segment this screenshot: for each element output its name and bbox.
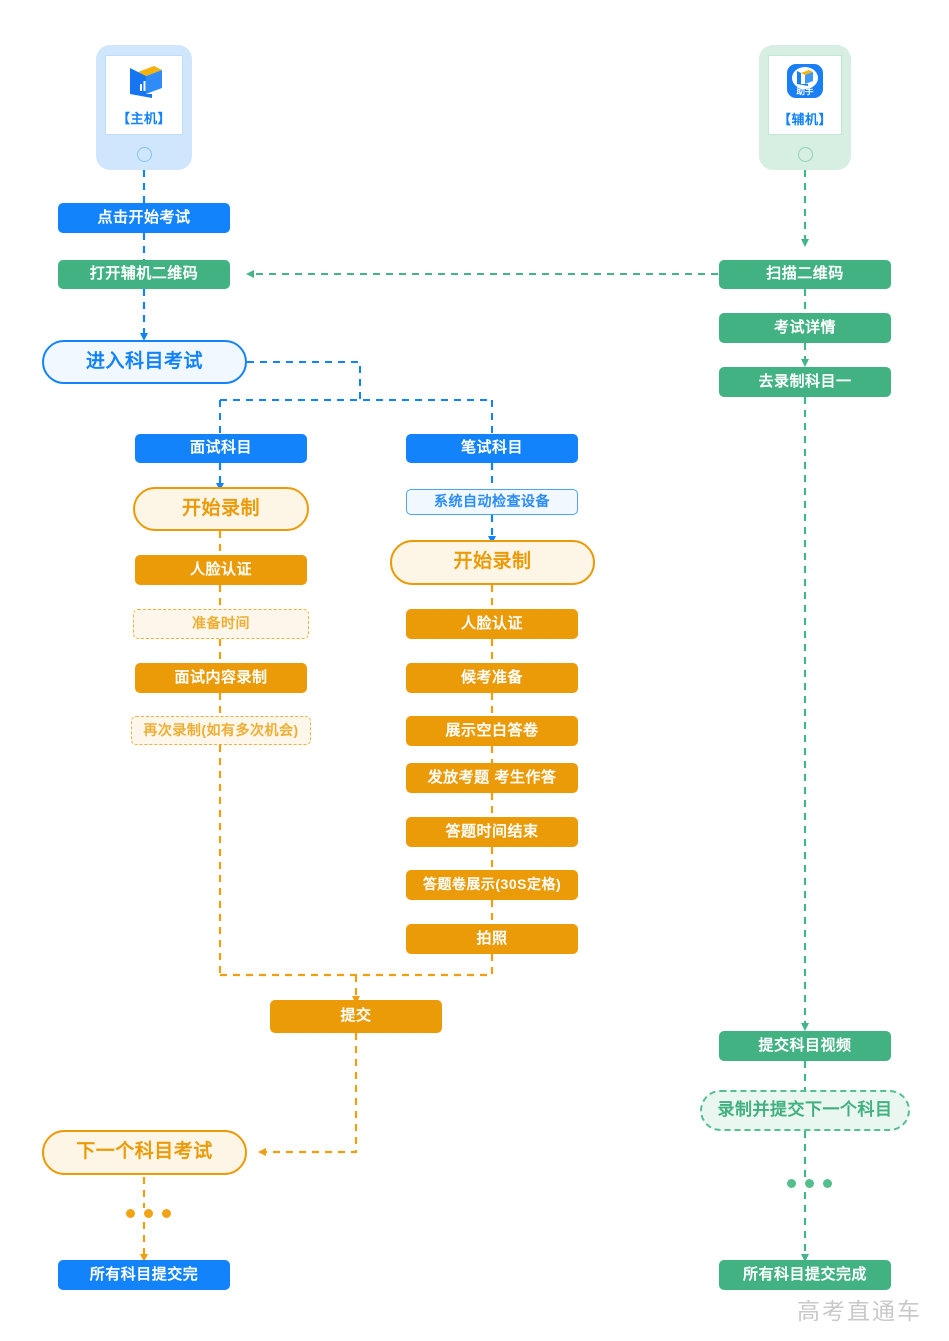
node-enter-subject-exam[interactable]: 进入科目考试 [42,340,247,384]
dot [144,1209,153,1218]
assistant-badge-text: 助手 [796,86,814,96]
dot [162,1209,171,1218]
node-written-subject[interactable]: 笔试科目 [406,434,578,463]
node-interview-subject[interactable]: 面试科目 [135,434,307,463]
dot [823,1179,832,1188]
dot [126,1209,135,1218]
aux-device-label: 【辅机】 [777,111,832,127]
node-device-auto-check[interactable]: 系统自动检查设备 [406,489,578,515]
node-written-take-photo[interactable]: 拍照 [406,924,578,954]
aux-home-button [797,147,813,162]
node-written-start-record[interactable]: 开始录制 [390,540,595,585]
node-open-aux-qr[interactable]: 打开辅机二维码 [58,260,230,289]
host-home-button [136,147,152,162]
assistant-app-logo-icon: 助手 [784,63,826,106]
host-ellipsis-dots [126,1209,171,1218]
node-written-show-answer-sheet[interactable]: 答题卷展示(30S定格) [406,870,578,900]
aux-device: 助手 【辅机】 [759,45,851,170]
watermark: 高考直通车 [797,1298,922,1324]
node-record-subject-one[interactable]: 去录制科目一 [719,367,891,397]
node-all-subjects-submitted-aux[interactable]: 所有科目提交完成 [719,1260,891,1290]
node-exam-detail[interactable]: 考试详情 [719,313,891,343]
host-device-screen: 【主机】 [105,55,183,135]
dot [805,1179,814,1188]
host-device: 【主机】 [96,45,192,170]
node-submit-subject-video[interactable]: 提交科目视频 [719,1031,891,1061]
node-scan-qr[interactable]: 扫描二维码 [719,260,891,289]
node-interview-retake[interactable]: 再次录制(如有多次机会) [131,716,311,745]
node-written-face-auth[interactable]: 人脸认证 [406,609,578,639]
node-record-submit-next-subject[interactable]: 录制并提交下一个科目 [700,1090,910,1131]
node-interview-content-record[interactable]: 面试内容录制 [135,663,307,693]
node-start-exam[interactable]: 点击开始考试 [58,203,230,233]
aux-device-screen: 助手 【辅机】 [768,55,842,135]
node-written-time-end[interactable]: 答题时间结束 [406,817,578,847]
node-all-subjects-submitted-host[interactable]: 所有科目提交完 [58,1260,230,1290]
node-written-waiting-prep[interactable]: 候考准备 [406,663,578,693]
node-interview-start-record[interactable]: 开始录制 [133,487,309,531]
node-submit[interactable]: 提交 [270,1000,442,1033]
node-written-show-blank-sheet[interactable]: 展示空白答卷 [406,716,578,746]
dot [787,1179,796,1188]
node-written-distribute-questions[interactable]: 发放考题 考生作答 [406,763,578,793]
host-app-logo-icon [124,64,164,105]
aux-ellipsis-dots [787,1179,832,1188]
node-interview-face-auth[interactable]: 人脸认证 [135,555,307,585]
host-device-label: 【主机】 [116,110,171,126]
node-interview-prep-time[interactable]: 准备时间 [133,609,309,639]
node-next-subject-exam[interactable]: 下一个科目考试 [42,1130,247,1175]
